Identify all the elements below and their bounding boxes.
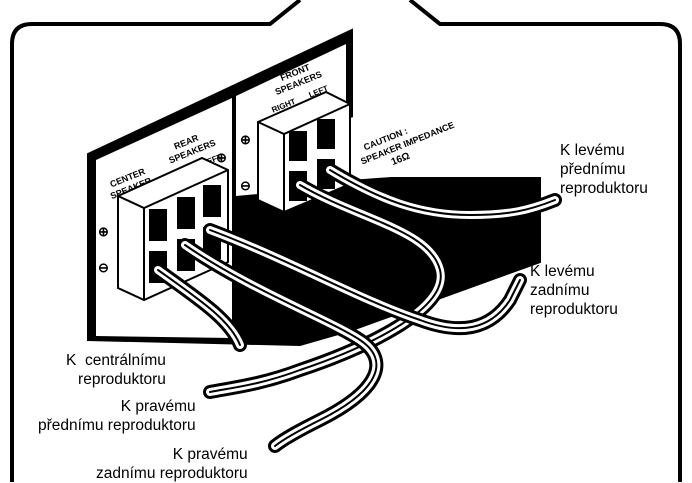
cable-center bbox=[151, 263, 247, 352]
label-rear-right: K pravému zadnímu reproduktoru bbox=[96, 446, 248, 482]
cable-front-left bbox=[323, 163, 562, 223]
caution-label-face bbox=[350, 86, 460, 180]
plus-symbol: ⊕ bbox=[216, 150, 227, 165]
outer-frame bbox=[10, 0, 682, 482]
label-center: K centrálnímu reproduktoru bbox=[66, 352, 166, 388]
plus-symbol: ⊕ bbox=[98, 224, 109, 239]
label-rear-left: K levému zadnímu reproduktoru bbox=[530, 263, 618, 318]
label-front-left: K levému přednímu reproduktoru bbox=[560, 142, 648, 197]
plus-symbol: ⊕ bbox=[240, 132, 251, 147]
minus-symbol: ⊖ bbox=[240, 178, 251, 193]
cable-rear-left bbox=[203, 223, 527, 336]
label-front-right: K pravému přednímu reproduktoru bbox=[38, 398, 196, 434]
cable-rear-right bbox=[178, 238, 384, 453]
minus-symbol: ⊖ bbox=[98, 260, 109, 275]
